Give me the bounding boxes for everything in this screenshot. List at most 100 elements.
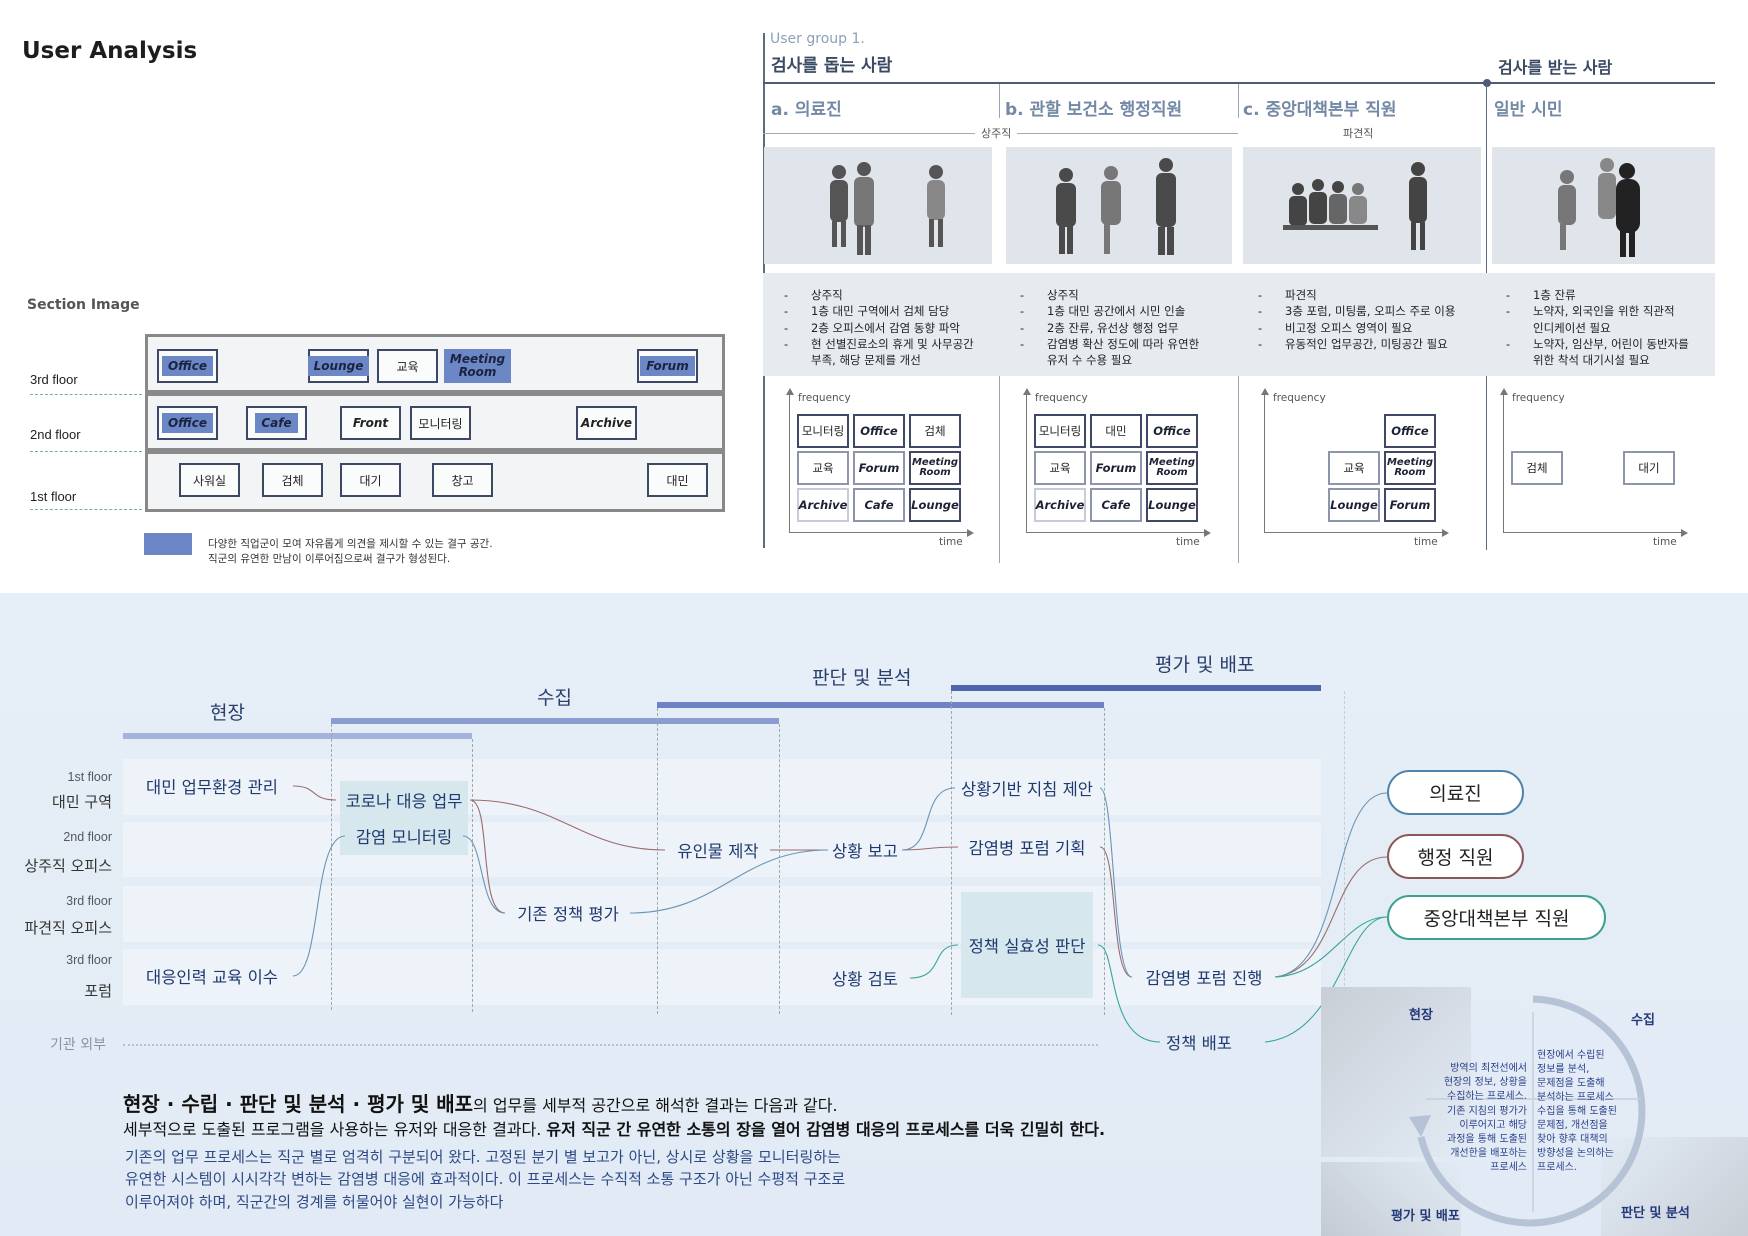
cycle-text-line: 문제점, 개선점을 [1537,1120,1608,1131]
photo-central-staff [1243,147,1481,264]
chart-y-label: frequency [1512,392,1565,404]
node-forum-progress: 감염병 포럼 진행 [1145,969,1263,988]
flow-link [1099,787,1133,978]
user-note: 유저 수 수용 필요 [1020,352,1132,368]
slab-3f [145,390,725,396]
people-silhouette-icon [1558,158,1640,257]
bullet-dash-icon: - [1258,320,1263,335]
phase-label-deploy: 평가 및 배포 [1155,654,1255,676]
note-text: 2층 잔류, 유선상 행정 업무 [1047,320,1179,335]
chart-y-label: frequency [1035,392,1088,404]
axis-arrow-up-icon [1500,388,1508,395]
room-label: Office [161,412,214,434]
phase-divider [1344,691,1345,1021]
note-text: 유동적인 업무공간, 미팅공간 필요 [1285,336,1448,351]
column-separator [999,273,1000,563]
frequency-cell: 모니터링 [797,414,849,448]
frequency-cell: Meeting Room [1146,451,1198,485]
analysis-photo [1601,1137,1748,1236]
helpers-title: 검사를 돕는 사람 [771,56,893,76]
note-text: 유저 수 수용 필요 [1047,353,1133,368]
cycle-label-field: 현장 [1409,1008,1433,1023]
chart-x-axis [1026,532,1206,533]
outside-label: 기관 외부 [50,1037,106,1053]
bullet-dash-icon: - [1258,288,1263,302]
row-floor-label: 2nd floor [63,830,112,844]
node-policy-evaluation: 기존 정책 평가 [517,905,619,924]
flow-link [901,787,956,851]
user-note: -1층 잔류 [1506,287,1576,303]
room-0-0: Office [157,349,218,383]
bullet-dash-icon: - [1506,336,1511,351]
user-note: -유동적인 업무공간, 미팅공간 필요 [1258,336,1448,352]
flow-link [1274,916,1388,978]
phase-bar-deploy [951,685,1321,691]
room-label: 사워실 [192,473,227,488]
frequency-cell: Meeting Room [909,451,961,485]
column-header-citizen: 일반 시민 [1494,100,1563,120]
room-label: Cafe [255,412,298,434]
legend-text-1: 다양한 직업군이 모여 자유롭게 의견을 제시할 수 있는 결구 공간. [208,538,493,550]
note-text: 3층 포럼, 미팅룸, 오피스 주로 이용 [1285,304,1456,319]
phase-divider [331,724,332,1010]
room-label: Meeting Room [443,349,512,383]
axis-arrow-up-icon [786,388,794,395]
frequency-cell: Archive [797,488,849,522]
cycle-text-line: 문제점을 도출해 [1537,1078,1605,1089]
row-band-2f [123,822,1321,877]
chart-y-label: frequency [1273,392,1326,404]
node-policy-judgement: 정책 실효성 판단 [968,937,1086,956]
flow-link [469,799,666,851]
role-medical: 의료진 [1387,770,1524,815]
room-0-3: Meeting Room [443,349,512,383]
cycle-label-analysis: 판단 및 분석 [1621,1206,1690,1221]
cycle-text-line: 프로세스 [1490,1162,1527,1173]
note-text: 상주직 [811,288,843,302]
room-0-4: Forum [637,349,698,383]
section-image-label: Section Image [27,297,140,313]
role-admin: 행정 직원 [1387,834,1524,879]
cycle-text-line: 이루어지고 해당 [1459,1120,1527,1131]
chart-x-label: time [939,536,963,548]
cycle-text-line: 기존 지침의 평가가 [1447,1106,1527,1117]
phase-divider [1104,708,1105,1015]
floor-label-1: 1st floor [30,489,77,504]
bullet-dash-icon: - [784,320,789,335]
floor-divider [30,451,142,452]
summary-paragraph-line: 기존의 업무 프로세스는 직군 별로 엄격히 구분되어 왔다. 고정된 분기 별… [125,1148,841,1166]
photo-medical-staff [764,147,992,264]
row-floor-label: 1st floor [67,770,112,784]
flow-link [909,944,959,979]
header-divider [763,82,1715,84]
note-text: 감염병 확산 정도에 따라 유연한 [1047,336,1200,351]
frequency-cell: 대민 [1090,414,1142,448]
room-1-1: Cafe [246,406,307,440]
row-zone-label: 포럼 [84,982,112,1000]
room-0-2: 교육 [377,349,438,383]
phase-divider [779,724,780,1014]
room-label: 창고 [451,473,474,488]
chart-y-axis [1026,392,1027,532]
summary-lead-bold: 현장 · 수립 · 판단 및 분석 · 평가 및 배포 [123,1092,474,1116]
note-text: 노약자, 임산부, 어린이 동반자를 [1533,336,1689,351]
user-notes-panel [763,273,1715,376]
people-silhouette-icon [830,162,945,255]
column-separator [1238,273,1239,563]
room-2-2: 대기 [340,463,401,497]
phase-divider [657,708,658,1014]
note-text: 인디케이션 필요 [1533,320,1611,335]
summary-lead: 현장 · 수립 · 판단 및 분석 · 평가 및 배포의 업무를 세부적 공간으… [123,1088,838,1117]
note-text: 파견직 [1285,288,1317,302]
room-label: 대기 [359,473,382,488]
room-1-2: Front [340,406,401,440]
user-note: 위한 착석 대기시설 필요 [1506,352,1650,368]
row-band-3f-office [123,886,1321,942]
frequency-cell: 검체 [1511,451,1563,485]
chart-y-axis [1264,392,1265,532]
user-note: -상주직 [1020,287,1079,303]
cycle-text-line: 과정을 통해 도출된 [1447,1134,1527,1145]
cycle-label-collect: 수집 [1631,1013,1655,1028]
room-label: Archive [581,416,632,430]
